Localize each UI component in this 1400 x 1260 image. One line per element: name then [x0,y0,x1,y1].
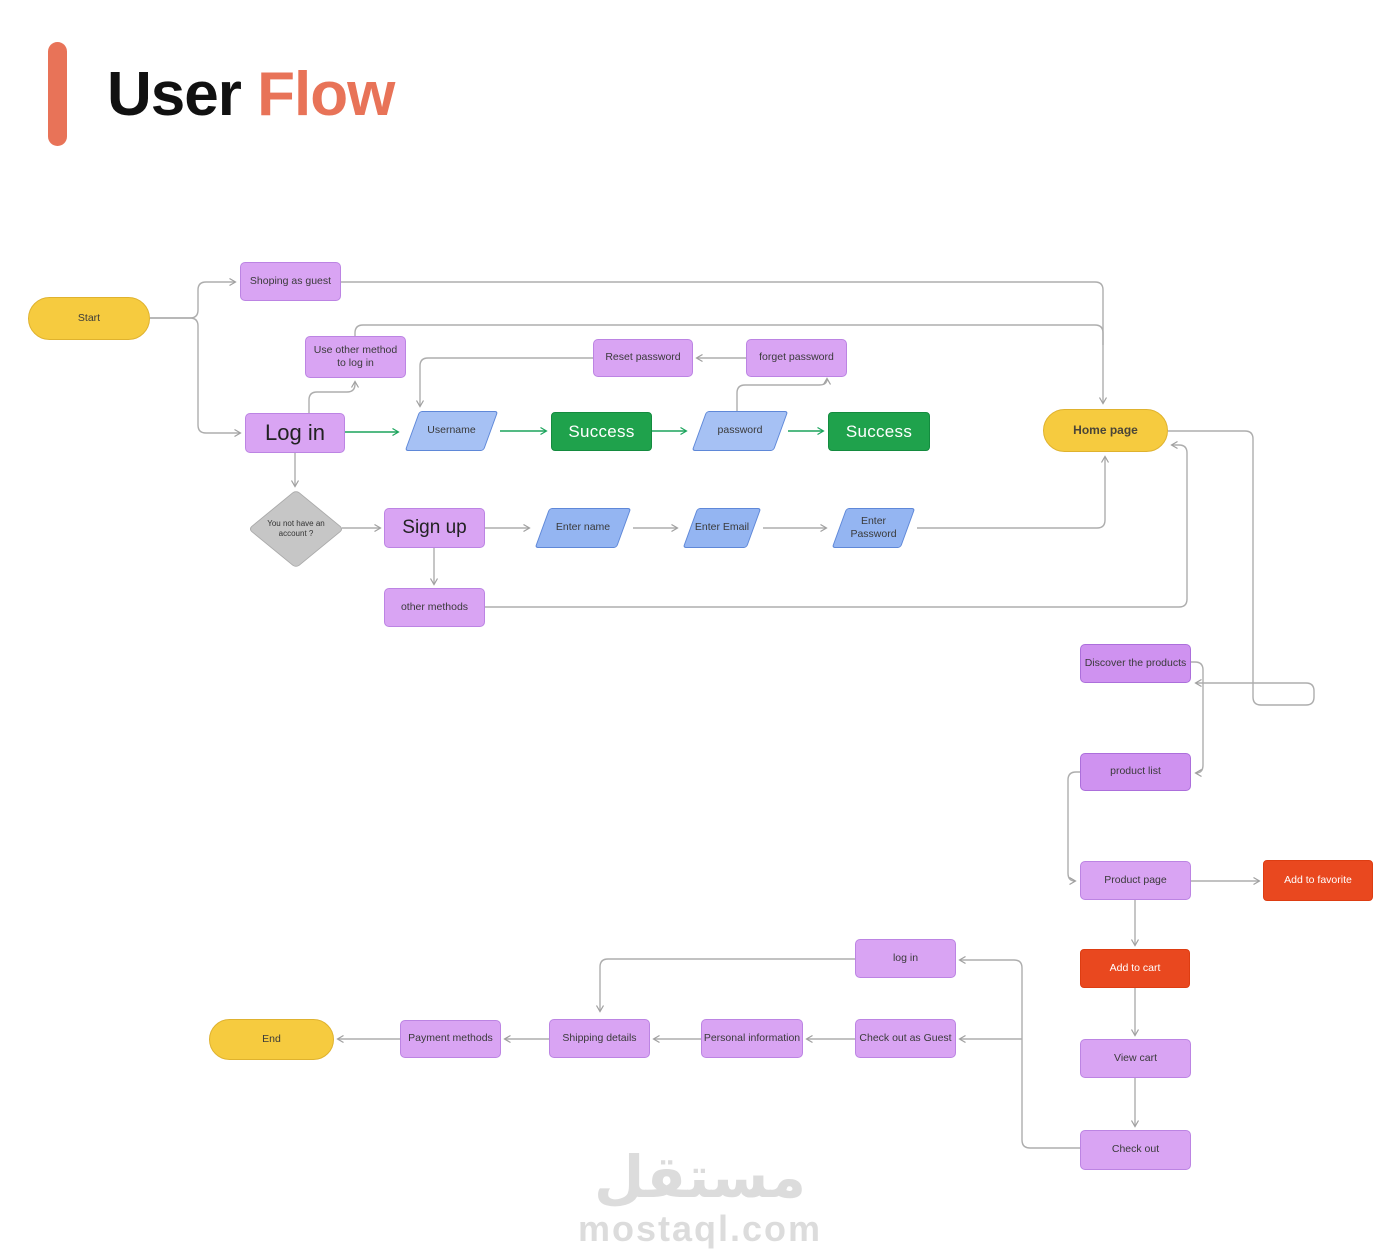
node-add-to-cart-label: Add to cart [1109,961,1161,974]
node-checkout-log-in: log in [855,939,956,978]
node-product-page-label: Product page [1104,873,1167,886]
node-use-other-method: Use other method to log in [305,336,406,378]
node-enter-email-label: Enter Email [694,521,750,534]
node-view-cart: View cart [1080,1039,1191,1078]
node-sign-up-label: Sign up [402,517,467,539]
edge-other-methods-home [485,440,1188,608]
node-use-other-method-label: Use other method to log in [313,343,398,369]
node-payment-methods-label: Payment methods [408,1032,493,1045]
title-prefix: User [107,59,242,129]
edge-login-use-other [308,380,360,413]
node-personal-information: Personal information [701,1019,803,1058]
edge-start-shopping-guest [150,277,237,319]
node-end: End [209,1019,334,1060]
node-reset-password-label: Reset password [605,351,681,364]
edge-discover-product-list [1191,661,1204,778]
node-enter-name-label: Enter name [555,521,611,534]
title-accent-word: Flow [257,59,395,129]
node-username-label: Username [427,424,476,437]
node-personal-information-label: Personal information [703,1031,801,1044]
node-product-list: product list [1080,753,1191,791]
node-discover-products-label: Discover the products [1084,656,1187,669]
node-add-to-favorite-label: Add to favorite [1284,873,1352,886]
node-other-methods: other methods [384,588,485,627]
node-add-to-favorite: Add to favorite [1263,860,1373,901]
node-shopping-as-guest: Shoping as guest [240,262,341,301]
watermark: مستقل mostaql.com [0,1148,1400,1250]
node-account-decision-label: You not have an account ? [267,518,325,538]
edge-home-discover [1168,430,1315,706]
node-add-to-cart: Add to cart [1080,949,1190,988]
node-check-out-as-guest-label: Check out as Guest [859,1031,952,1044]
watermark-arabic: مستقل [593,1143,807,1211]
node-success-username: Success [551,412,652,451]
node-account-decision: You not have an account ? [250,490,342,567]
edge-shopping-guest-home [341,281,1108,405]
node-check-out-as-guest: Check out as Guest [855,1019,956,1058]
node-end-label: End [262,1032,281,1045]
edge-checkout-login2 [958,955,1080,1149]
title-accent-bar [48,42,67,146]
page-title: User Flow [107,59,395,130]
node-shopping-as-guest-label: Shoping as guest [249,274,332,287]
edge-use-other-home [354,324,1104,345]
node-start: Start [28,297,150,340]
node-view-cart-label: View cart [1114,1051,1157,1064]
node-sign-up: Sign up [384,508,485,548]
node-enter-email-input: Enter Email [681,508,763,548]
node-log-in-label: Log in [265,420,325,446]
node-success-password-label: Success [845,421,913,441]
edge-product-list-product-page [1067,771,1080,886]
edge-login2-shipping [595,958,855,1013]
watermark-domain: mostaql.com [577,1208,823,1249]
node-enter-password-input: Enter Password [830,508,917,548]
node-home-page-label: Home page [1073,423,1138,437]
node-product-list-label: product list [1110,765,1161,778]
node-home-page: Home page [1043,409,1168,452]
node-success-username-label: Success [568,421,635,441]
node-product-page: Product page [1080,861,1191,900]
edge-reset-username [415,357,593,408]
edge-enter-password-home [917,455,1110,529]
edge-start-login [150,317,242,438]
node-forget-password-label: forget password [759,351,834,364]
node-log-in: Log in [245,413,345,453]
node-check-out-label: Check out [1111,1143,1160,1156]
node-password-input: password [690,411,790,451]
node-success-password: Success [828,412,930,451]
edge-password-forget [736,377,832,411]
node-check-out: Check out [1080,1130,1191,1170]
node-enter-name-input: Enter name [533,508,633,548]
node-other-methods-label: other methods [400,600,469,613]
node-forget-password: forget password [746,339,847,377]
node-payment-methods: Payment methods [400,1020,501,1058]
node-shipping-details: Shipping details [549,1019,650,1058]
node-discover-products: Discover the products [1080,644,1191,683]
node-shipping-details-label: Shipping details [562,1031,637,1044]
node-password-label: password [717,424,763,437]
node-enter-password-label: Enter Password [850,514,897,540]
node-start-label: Start [77,311,101,324]
node-reset-password: Reset password [593,339,693,377]
node-username-input: Username [403,411,500,451]
node-checkout-log-in-label: log in [892,951,919,964]
page-header: User Flow [48,42,395,146]
